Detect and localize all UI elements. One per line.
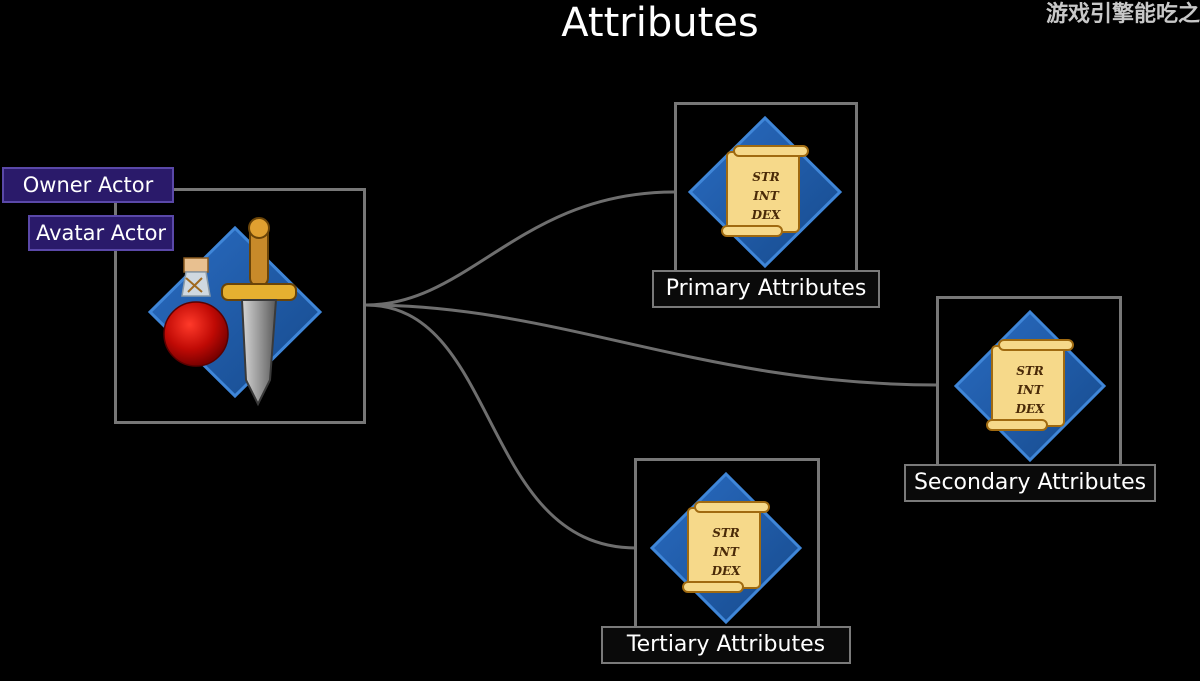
connector-primary xyxy=(365,190,675,307)
primary-node-frame xyxy=(674,102,858,290)
page-title: Attributes xyxy=(561,0,759,46)
tertiary-icon-group: STR INT DEX xyxy=(649,471,803,625)
scroll-line: INT xyxy=(752,189,780,203)
scroll-icon: STR INT DEX xyxy=(986,339,1074,431)
scroll-line: STR xyxy=(752,170,780,184)
actor-icon-group xyxy=(147,217,323,407)
scroll-line: INT xyxy=(1016,383,1044,397)
tertiary-attributes-label: Tertiary Attributes xyxy=(601,626,851,664)
primary-icon-group: STR INT DEX xyxy=(687,115,843,269)
scroll-line: DEX xyxy=(711,564,742,578)
connector-secondary xyxy=(365,303,939,387)
scroll-line: DEX xyxy=(1015,402,1046,416)
scroll-icon: STR INT DEX xyxy=(721,145,809,237)
watermark: 游戏引擎能吃之 xyxy=(1045,2,1200,27)
sword-icon xyxy=(221,217,297,407)
connector-tertiary xyxy=(365,303,637,550)
tertiary-node-frame xyxy=(634,458,820,630)
scroll-icon: STR INT DEX xyxy=(682,501,770,593)
secondary-icon-group: STR INT DEX xyxy=(953,309,1107,463)
actor-node-frame xyxy=(114,188,366,424)
potion-icon xyxy=(163,257,229,367)
secondary-attributes-label: Secondary Attributes xyxy=(904,464,1156,502)
avatar-actor-tag: Avatar Actor xyxy=(28,215,174,251)
scroll-line: STR xyxy=(712,526,740,540)
scroll-line: INT xyxy=(712,545,740,559)
owner-actor-tag: Owner Actor xyxy=(2,167,174,203)
scroll-line: STR xyxy=(1016,364,1044,378)
primary-attributes-label: Primary Attributes xyxy=(652,270,880,308)
scroll-line: DEX xyxy=(751,208,782,222)
connectors xyxy=(365,190,939,550)
secondary-node-frame xyxy=(936,296,1122,486)
